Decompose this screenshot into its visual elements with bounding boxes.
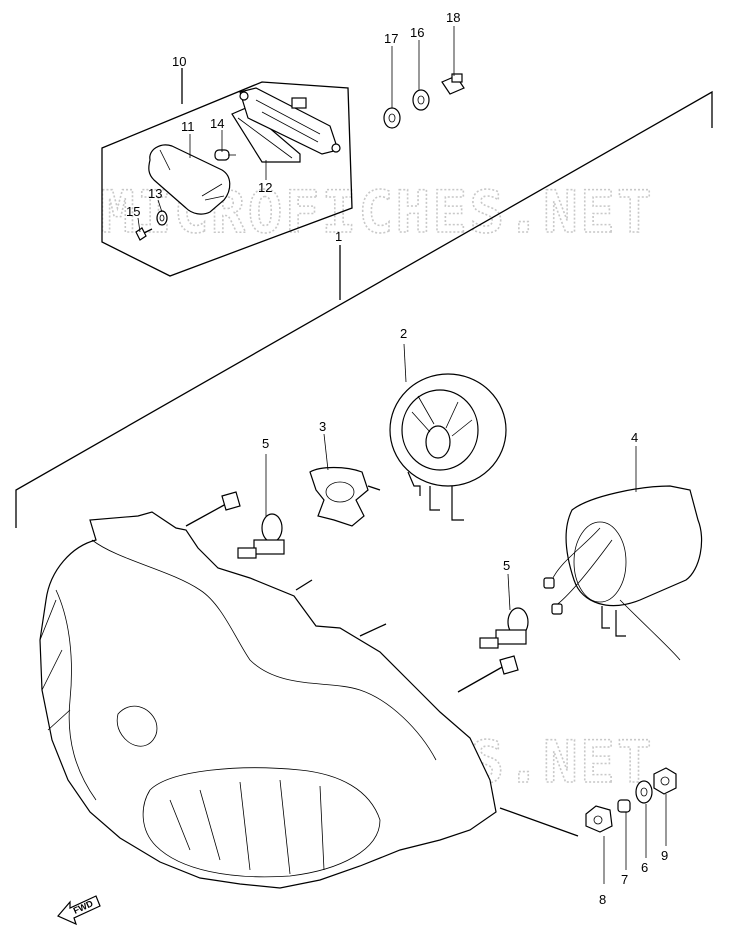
headlight-housing (39, 511, 497, 889)
side-marker-lens (148, 144, 231, 215)
fwd-arrow-icon: FWD (57, 895, 101, 926)
bulb-holder-clip (309, 466, 381, 527)
bolt-18 (441, 73, 465, 95)
callout-5-lower: 5 (503, 558, 510, 573)
assembly-bracket (15, 90, 713, 528)
marker-socket-bracket (231, 107, 301, 163)
headlamp-bulb-lower (479, 607, 529, 649)
callout-3: 3 (319, 419, 326, 434)
callout-18: 18 (446, 10, 460, 25)
callout-2: 2 (400, 326, 407, 341)
leader-lines (137, 26, 667, 884)
nut-9 (653, 767, 677, 795)
grommet-8-pointer (499, 807, 579, 837)
washer-13 (156, 210, 168, 226)
callout-14: 14 (210, 116, 224, 131)
callout-6: 6 (641, 860, 648, 875)
callout-1: 1 (335, 229, 342, 244)
housing-bolts (185, 491, 519, 693)
headlamp-bulb-upper (237, 513, 285, 559)
callout-15: 15 (126, 204, 140, 219)
callout-10: 10 (172, 54, 186, 69)
callout-4: 4 (631, 430, 638, 445)
grommet-8 (585, 805, 613, 833)
callout-17: 17 (384, 31, 398, 46)
washer-17 (383, 107, 401, 129)
callout-16: 16 (410, 25, 424, 40)
screw-15 (135, 227, 153, 241)
collar-7 (617, 799, 631, 813)
callout-8: 8 (599, 892, 606, 907)
marker-bulb (214, 149, 236, 161)
callout-7: 7 (621, 872, 628, 887)
callout-labels: 1 2 3 4 5 5 6 7 8 9 10 11 12 13 14 15 16… (126, 10, 668, 907)
washer-16 (412, 89, 430, 111)
callout-12: 12 (258, 180, 272, 195)
callout-5-upper: 5 (262, 436, 269, 451)
callout-13: 13 (148, 186, 162, 201)
marker-mount-plate (239, 87, 341, 155)
headlamp-socket-cover (389, 373, 507, 521)
callout-11: 11 (181, 119, 195, 134)
washer-6 (635, 780, 653, 804)
callout-9: 9 (661, 848, 668, 863)
headlamp-dust-cover (543, 485, 703, 661)
